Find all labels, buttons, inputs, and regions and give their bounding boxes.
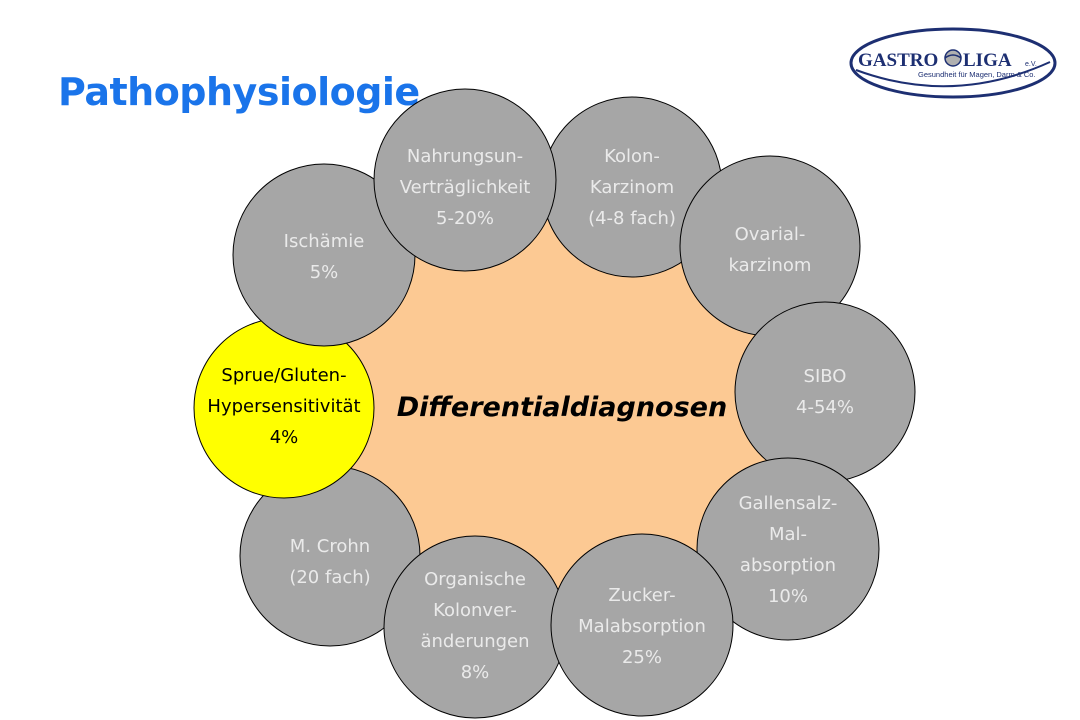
diagnosis-label-crohn-line-1: (20 fach): [289, 567, 370, 588]
diagnosis-label-zucker-line-0: Zucker-: [608, 585, 675, 606]
diagnosis-label-organisch-line-2: änderungen: [420, 631, 529, 652]
diagnosis-node-sibo: SIBO 4-54%: [734, 301, 916, 483]
diagnosis-label-sprue-line-2: 4%: [270, 427, 299, 448]
diagnosis-circle-zucker: [550, 533, 734, 717]
diagnosis-label-kolon-line-0: Kolon-: [604, 146, 660, 167]
diagnosis-node-gallensalz: Gallensalz- Mal-absorption 10%: [696, 457, 880, 641]
diagnosis-label-organisch-line-1: Kolonver-: [433, 600, 517, 621]
diagnosis-label-sibo-line-1: 4-54%: [796, 397, 854, 418]
diagnosis-label-zucker-line-2: 25%: [622, 647, 662, 668]
diagnosis-label-nahrung-line-1: Verträglichkeit: [400, 177, 531, 198]
diagnosis-label-kolon-line-1: Karzinom: [590, 177, 674, 198]
diagnosis-node-ovarial: Ovarial-karzinom: [679, 155, 861, 337]
center-group: Differentialdiagnosen: [310, 160, 810, 660]
diagnosis-label-sprue-line-0: Sprue/Gluten-: [221, 365, 346, 386]
diagnosis-label-kolon-line-2: (4-8 fach): [588, 208, 676, 229]
diagnosis-label-nahrung-line-2: 5-20%: [436, 208, 494, 229]
diagnosis-label-ischaemie-line-1: 5%: [310, 262, 339, 283]
diagnosis-circle-gallensalz: [696, 457, 880, 641]
logo-tagline: Gesundheit für Magen, Darm & Co.: [918, 70, 1036, 79]
diagnosis-label-sprue-line-1: Hypersensitivität: [207, 396, 360, 417]
logo-suffix: e.V.: [1025, 61, 1037, 68]
diagnosis-circle-organisch: [383, 535, 567, 719]
diagnosis-label-ovarial-line-1: karzinom: [729, 255, 812, 276]
diagnosis-label-gallensalz-line-0: Gallensalz-: [739, 493, 838, 514]
diagnosis-label-nahrung-line-0: Nahrungsun-: [407, 146, 523, 167]
diagnosis-label-crohn-line-0: M. Crohn: [290, 536, 370, 557]
logo-name-left: GASTRO: [858, 50, 938, 71]
diagnosis-node-ischaemie: Ischämie 5%: [232, 163, 416, 347]
diagnosis-node-kolon: Kolon- Karzinom (4-8 fach): [541, 96, 723, 278]
diagnosis-circle-sibo: [734, 301, 916, 483]
diagnosis-label-organisch-line-0: Organische: [424, 569, 526, 590]
diagnosis-label-zucker-line-1: Malabsorption: [578, 616, 706, 637]
diagnosis-label-ovarial-line-0: Ovarial-: [735, 224, 806, 245]
diagnosis-label-organisch-line-3: 8%: [461, 662, 490, 683]
diagnosis-circle-nahrung: [373, 88, 557, 272]
diagnosis-label-gallensalz-line-2: absorption: [740, 555, 836, 576]
diagnosis-label-ischaemie-line-0: Ischämie: [284, 231, 365, 252]
page-title: Pathophysiologie: [58, 70, 420, 114]
diagnosis-node-zucker: Zucker- Malabsorption 25%: [550, 533, 734, 717]
diagnosis-label-gallensalz-line-1: Mal-: [769, 524, 807, 545]
diagnosis-label-sibo-line-0: SIBO: [804, 366, 847, 387]
center-circle: [310, 160, 810, 660]
center-label: Differentialdiagnosen: [397, 392, 727, 423]
diagnosis-label-gallensalz-line-3: 10%: [768, 586, 808, 607]
diagnosis-node-sprue: Sprue/Gluten- Hypersensitivität 4%: [193, 317, 375, 499]
gastro-liga-logo: GASTRO LIGA e.V. Gesundheit für Magen, D…: [849, 27, 1057, 99]
logo-name-right: LIGA: [963, 50, 1012, 71]
diagnosis-node-crohn: M. Crohn (20 fach): [239, 465, 421, 647]
diagnosis-node-nahrung: Nahrungsun- Verträglichkeit 5-20%: [373, 88, 557, 272]
